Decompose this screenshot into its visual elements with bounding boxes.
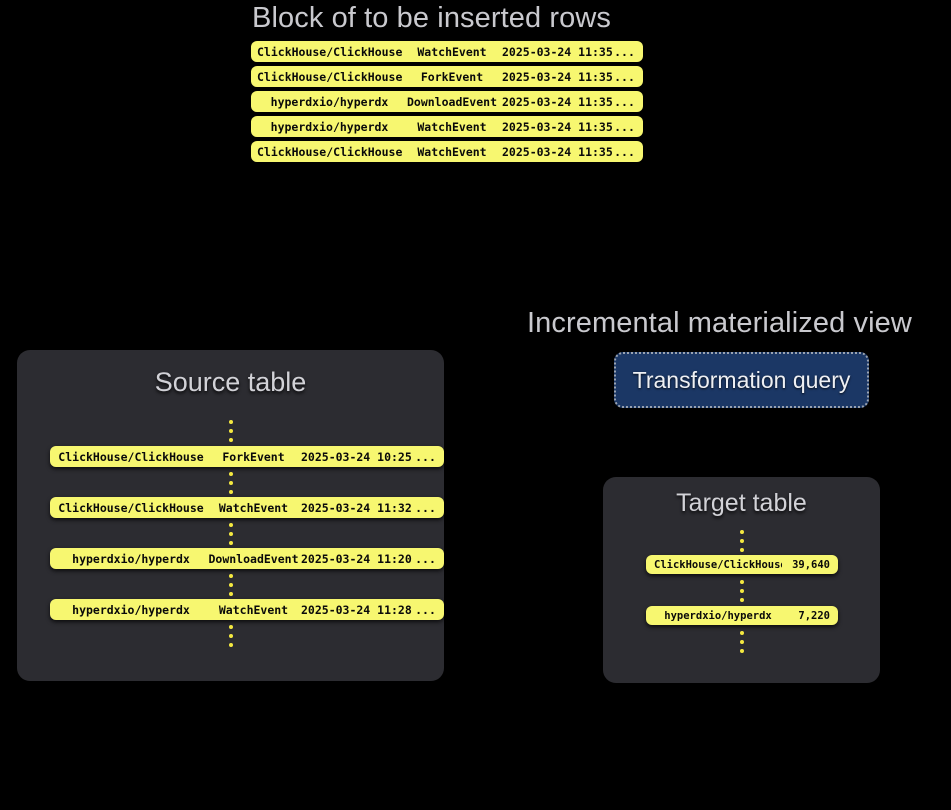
vertical-ellipsis-icon bbox=[228, 574, 233, 596]
source-row-more: ... bbox=[415, 602, 436, 617]
source-table-row: ClickHouse/ClickHouse WatchEvent 2025-03… bbox=[50, 497, 444, 518]
block-row-event: WatchEvent bbox=[417, 119, 487, 134]
vertical-ellipsis-icon bbox=[228, 472, 233, 494]
block-row-more: ... bbox=[614, 119, 635, 134]
block-row-repo: ClickHouse/ClickHouse bbox=[257, 44, 402, 59]
block-row-repo: ClickHouse/ClickHouse bbox=[257, 69, 402, 84]
block-row-event: WatchEvent bbox=[417, 144, 487, 159]
block-heading: Block of to be inserted rows bbox=[252, 2, 612, 34]
target-row-repo: hyperdxio/hyperdx bbox=[664, 609, 772, 622]
block-row: ClickHouse/ClickHouse WatchEvent 2025-03… bbox=[251, 41, 643, 62]
target-row-count: 39,640 bbox=[792, 558, 830, 571]
target-table-row: ClickHouse/ClickHouse 39,640 bbox=[646, 555, 838, 574]
transformation-query-box[interactable]: Transformation query bbox=[614, 352, 869, 408]
source-row-repo: ClickHouse/ClickHouse bbox=[58, 500, 204, 515]
target-row-repo: ClickHouse/ClickHouse bbox=[654, 558, 782, 571]
block-row-timestamp: 2025-03-24 11:35:54 bbox=[502, 144, 612, 159]
block-row-more: ... bbox=[614, 94, 635, 109]
source-row-repo: ClickHouse/ClickHouse bbox=[58, 449, 204, 464]
source-row-repo: hyperdxio/hyperdx bbox=[72, 551, 190, 566]
source-row-timestamp: 2025-03-24 11:28:32 bbox=[301, 602, 413, 617]
block-row-timestamp: 2025-03-24 11:35:48 bbox=[502, 94, 612, 109]
block-row-event: ForkEvent bbox=[420, 69, 484, 84]
block-row-more: ... bbox=[614, 144, 635, 159]
source-table-row: hyperdxio/hyperdx DownloadEvent 2025-03-… bbox=[50, 548, 444, 569]
source-row-more: ... bbox=[415, 551, 436, 566]
vertical-ellipsis-icon bbox=[228, 523, 233, 545]
target-table-title: Target table bbox=[676, 489, 807, 517]
block-row: hyperdxio/hyperdx WatchEvent 2025-03-24 … bbox=[251, 116, 643, 137]
vertical-ellipsis-icon bbox=[228, 625, 233, 647]
block-row-repo: hyperdxio/hyperdx bbox=[270, 94, 389, 109]
source-row-timestamp: 2025-03-24 10:25:00 bbox=[301, 449, 413, 464]
block-row-event: DownloadEvent bbox=[406, 94, 497, 109]
source-row-more: ... bbox=[415, 500, 436, 515]
block-row-timestamp: 2025-03-24 11:35:44 bbox=[502, 69, 612, 84]
block-row-repo: hyperdxio/hyperdx bbox=[270, 119, 389, 134]
source-row-timestamp: 2025-03-24 11:20:12 bbox=[301, 551, 413, 566]
source-table-title: Source table bbox=[154, 367, 307, 397]
source-row-timestamp: 2025-03-24 11:32:54 bbox=[301, 500, 413, 515]
vertical-ellipsis-icon bbox=[739, 580, 744, 602]
block-row: hyperdxio/hyperdx DownloadEvent 2025-03-… bbox=[251, 91, 643, 112]
block-row-event: WatchEvent bbox=[417, 44, 487, 59]
block-row-timestamp: 2025-03-24 11:35:40 bbox=[502, 44, 612, 59]
source-table-row: ClickHouse/ClickHouse ForkEvent 2025-03-… bbox=[50, 446, 444, 467]
target-table-panel: Target table ClickHouse/ClickHouse 39,64… bbox=[603, 477, 880, 683]
vertical-ellipsis-icon bbox=[739, 530, 744, 552]
target-table-row: hyperdxio/hyperdx 7,220 bbox=[646, 606, 838, 625]
block-row-more: ... bbox=[614, 69, 635, 84]
source-row-event: WatchEvent bbox=[218, 602, 289, 617]
block-row-more: ... bbox=[614, 44, 635, 59]
target-row-count: 7,220 bbox=[798, 609, 830, 622]
source-row-more: ... bbox=[415, 449, 436, 464]
vertical-ellipsis-icon bbox=[228, 420, 233, 442]
block-row: ClickHouse/ClickHouse ForkEvent 2025-03-… bbox=[251, 66, 643, 87]
source-row-event: ForkEvent bbox=[222, 449, 285, 464]
incremental-materialized-view-heading: Incremental materialized view bbox=[527, 307, 912, 339]
source-table-row: hyperdxio/hyperdx WatchEvent 2025-03-24 … bbox=[50, 599, 444, 620]
block-row-repo: ClickHouse/ClickHouse bbox=[257, 144, 402, 159]
source-row-event: DownloadEvent bbox=[208, 551, 299, 566]
block-row-timestamp: 2025-03-24 11:35:52 bbox=[502, 119, 612, 134]
source-row-event: WatchEvent bbox=[218, 500, 289, 515]
source-table-panel: Source table ClickHouse/ClickHouse ForkE… bbox=[17, 350, 444, 681]
source-row-repo: hyperdxio/hyperdx bbox=[72, 602, 190, 617]
vertical-ellipsis-icon bbox=[739, 631, 744, 653]
block-row: ClickHouse/ClickHouse WatchEvent 2025-03… bbox=[251, 141, 643, 162]
